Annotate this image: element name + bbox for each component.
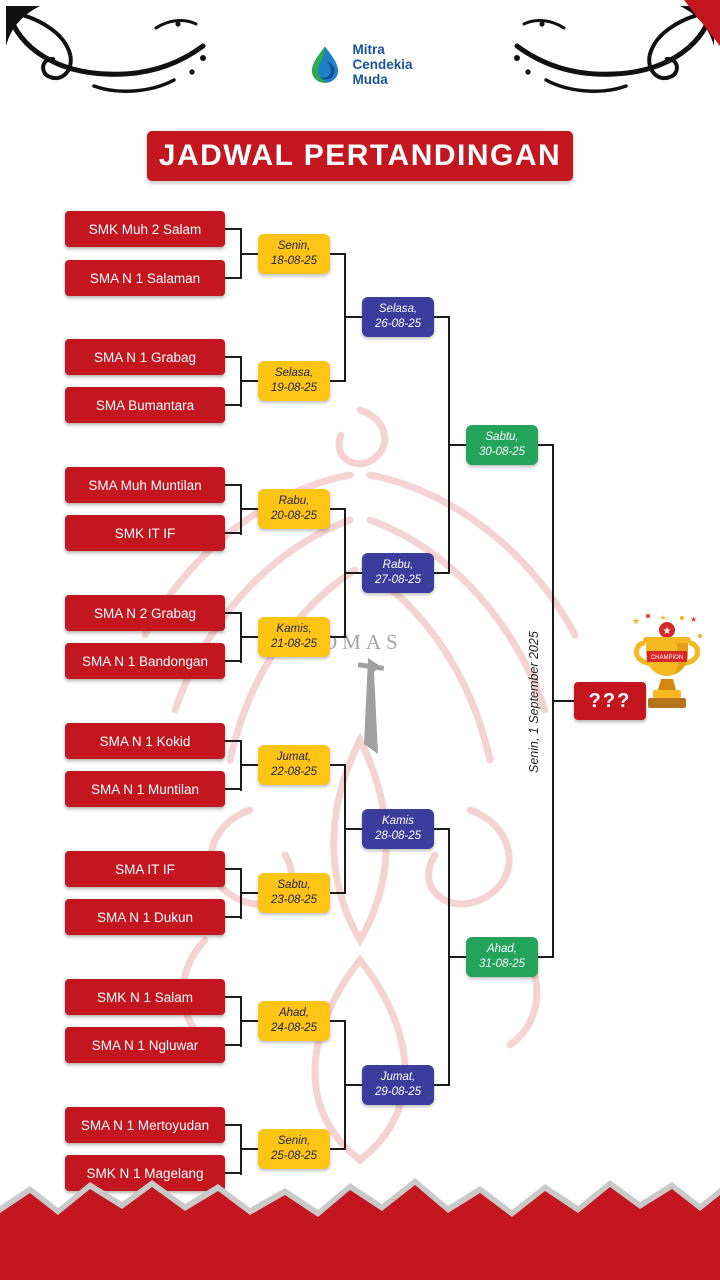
bracket-line [225, 228, 240, 230]
team-box: SMA N 1 Bandongan [65, 643, 225, 679]
team-box: SMA N 2 Grabag [65, 595, 225, 631]
team-box: SMA N 1 Dukun [65, 899, 225, 935]
match-date-box: Sabtu, 23-08-25 [258, 873, 330, 913]
match-date-box: Kamis, 21-08-25 [258, 617, 330, 657]
match-date: 31-08-25 [478, 958, 526, 970]
match-day: Senin, [277, 240, 311, 252]
team-box: SMA N 1 Grabag [65, 339, 225, 375]
trophy-ribbon-label: CHAMPION [651, 655, 683, 661]
team-box: SMA Bumantara [65, 387, 225, 423]
svg-text:★: ★ [632, 617, 640, 627]
logo: Mitra Cendekia Muda [0, 42, 720, 87]
match-date: 20-08-25 [270, 510, 318, 522]
watermark-text: OMAS [322, 630, 403, 654]
bracket-line [225, 404, 240, 406]
match-date: 23-08-25 [270, 894, 318, 906]
logo-line-1: Mitra [352, 42, 385, 57]
match-day: Senin, [277, 1135, 311, 1147]
match-day: Jumat, [380, 1071, 416, 1083]
match-date-box: Selasa, 26-08-25 [362, 297, 434, 337]
final-date-label: Senin, 1 September 2025 [527, 631, 541, 773]
match-date-box: Jumat, 22-08-25 [258, 745, 330, 785]
trophy-icon: ★ ★ ★ ★ CHAMPION [632, 614, 702, 708]
svg-text:★: ★ [663, 626, 672, 637]
bracket-line [225, 277, 240, 279]
match-date: 30-08-25 [478, 446, 526, 458]
logo-line-2: Cendekia [352, 57, 413, 72]
match-day: Rabu, [278, 495, 310, 507]
team-box: SMK Muh 2 Salam [65, 211, 225, 247]
team-box: SMA N 1 Ngluwar [65, 1027, 225, 1063]
corner-red-wedge [684, 0, 720, 46]
bracket-line [225, 868, 240, 870]
champion-box: ??? [574, 682, 646, 720]
bracket-line [225, 484, 240, 486]
team-box: SMA N 1 Kokid [65, 723, 225, 759]
match-date: 19-08-25 [270, 382, 318, 394]
match-date: 22-08-25 [270, 766, 318, 778]
team-box: SMA IT IF [65, 851, 225, 887]
team-box: SMK N 1 Salam [65, 979, 225, 1015]
bracket-line [225, 356, 240, 358]
bracket-line [225, 1124, 240, 1126]
bracket-line [552, 700, 576, 702]
match-date-box: Senin, 25-08-25 [258, 1129, 330, 1169]
match-day: Rabu, [382, 559, 414, 571]
bracket-line [225, 916, 240, 918]
match-date-box: Senin, 18-08-25 [258, 234, 330, 274]
flourish-left-icon [6, 6, 206, 93]
svg-text:★: ★ [690, 615, 697, 624]
match-day: Selasa, [378, 303, 418, 315]
match-date-box: Sabtu, 30-08-25 [466, 425, 538, 465]
torn-edge [0, 1178, 720, 1280]
match-date: 24-08-25 [270, 1022, 318, 1034]
match-date-box: Rabu, 20-08-25 [258, 489, 330, 529]
team-box: SMA N 1 Salaman [65, 260, 225, 296]
match-day: Sabtu, [277, 879, 311, 891]
bracket-line [225, 660, 240, 662]
match-date-box: Ahad, 24-08-25 [258, 1001, 330, 1041]
watermark-sword-icon [357, 658, 385, 754]
match-date: 18-08-25 [270, 255, 318, 267]
match-day: Ahad, [486, 943, 518, 955]
match-day: Jumat, [276, 751, 312, 763]
team-box: SMA N 1 Mertoyudan [65, 1107, 225, 1143]
logo-drop-icon [312, 46, 339, 83]
logo-line-3: Muda [352, 72, 388, 87]
match-day: Kamis, [276, 623, 312, 635]
match-day: Sabtu, [485, 431, 519, 443]
bracket-line [225, 532, 240, 534]
bracket-line [225, 1172, 240, 1174]
bracket-line [225, 740, 240, 742]
match-day: Ahad, [278, 1007, 310, 1019]
bracket-line [225, 1044, 240, 1046]
match-date: 25-08-25 [270, 1150, 318, 1162]
page-title: JADWAL PERTANDINGAN [147, 131, 573, 181]
match-date-box: Selasa, 19-08-25 [258, 361, 330, 401]
bracket-line [225, 612, 240, 614]
svg-text:★: ★ [660, 614, 666, 622]
match-day: Selasa, [274, 367, 314, 379]
bracket-line [225, 996, 240, 998]
match-date: 28-08-25 [374, 830, 422, 842]
team-box: SMA N 1 Muntilan [65, 771, 225, 807]
bracket-line [225, 788, 240, 790]
match-date-box: Rabu, 27-08-25 [362, 553, 434, 593]
match-date-box: Ahad, 31-08-25 [466, 937, 538, 977]
match-day: Kamis [382, 815, 414, 827]
match-date-box: Kamis 28-08-25 [362, 809, 434, 849]
match-date: 26-08-25 [374, 318, 422, 330]
match-date: 27-08-25 [374, 574, 422, 586]
match-date: 29-08-25 [374, 1086, 422, 1098]
logo-text: Mitra Cendekia Muda [352, 42, 412, 87]
match-date-box: Jumat, 29-08-25 [362, 1065, 434, 1105]
team-box: SMK IT IF [65, 515, 225, 551]
team-box: SMA Muh Muntilan [65, 467, 225, 503]
match-date: 21-08-25 [270, 638, 318, 650]
